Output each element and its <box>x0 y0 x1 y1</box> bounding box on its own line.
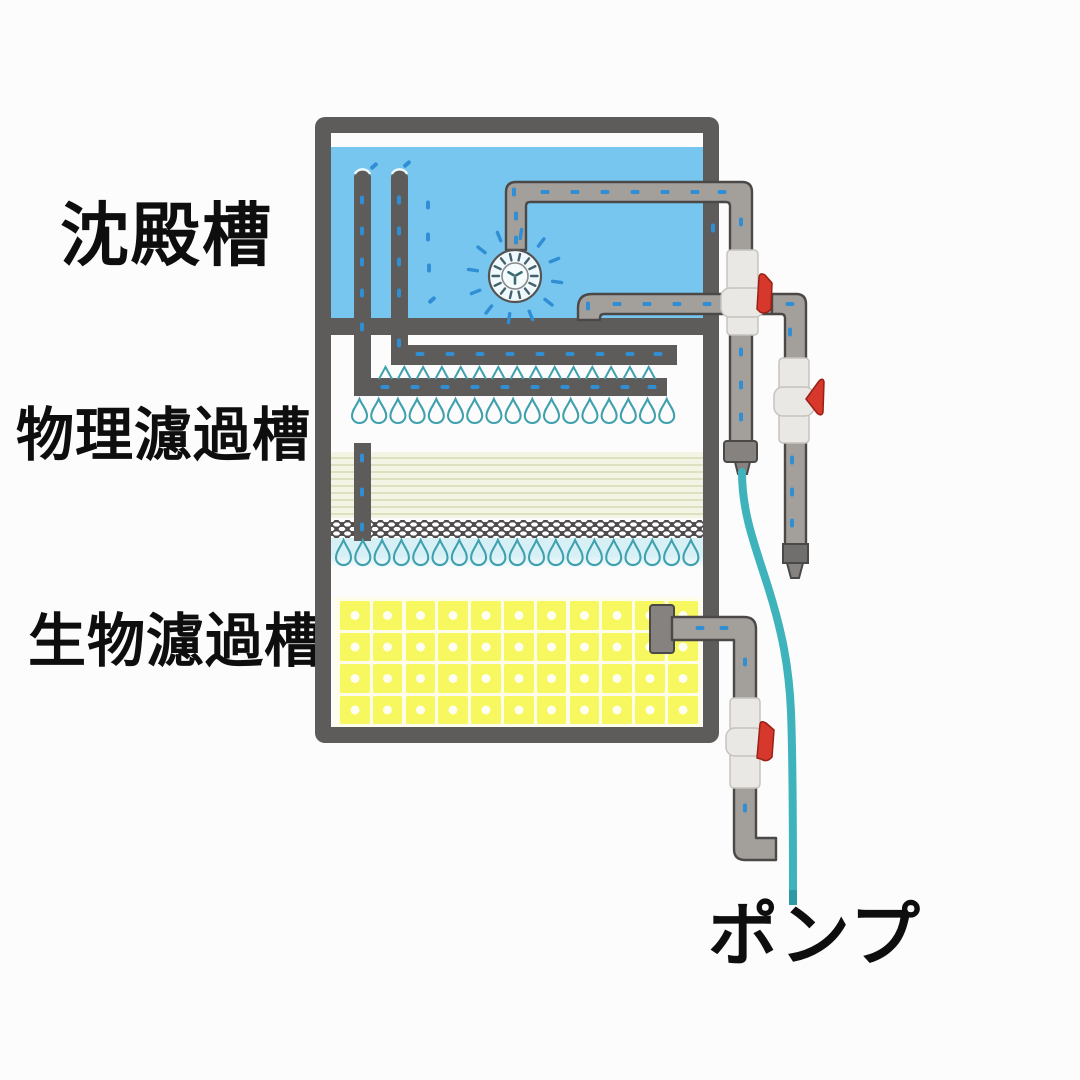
inlet-pipe-left <box>354 170 371 396</box>
bio-media-cell <box>405 664 436 693</box>
bio-media-cell <box>372 664 403 693</box>
pump-hose <box>738 468 797 902</box>
hose-fitting <box>723 440 758 463</box>
label-pump: ポンプ <box>708 896 922 974</box>
bio-media-grid <box>334 597 702 727</box>
valve-bulge-3 <box>725 727 765 757</box>
label-physical-filter-tank: 物理濾過槽 <box>16 403 312 468</box>
bio-media-cell <box>536 601 567 630</box>
return-pipe <box>770 292 808 547</box>
bio-media-cell <box>504 695 534 725</box>
tank-floor-divider <box>331 318 703 335</box>
spray-bar-upper <box>391 345 677 365</box>
valve-body-3 <box>729 697 761 789</box>
valve-handle-2-icon <box>805 378 825 416</box>
bio-media-cell <box>471 664 501 693</box>
bio-media-cell <box>635 664 665 693</box>
bio-media-cell <box>536 695 567 725</box>
inlet-pipe-right <box>391 170 408 365</box>
bio-media-cell <box>438 601 468 630</box>
valve-handle-1-icon <box>756 273 773 314</box>
bio-media-cell <box>438 632 468 662</box>
bio-media-cell <box>602 664 632 693</box>
bio-media-cell <box>602 695 632 725</box>
bio-media-cell <box>569 664 600 693</box>
bio-media-cell <box>372 695 403 725</box>
bio-media-cell <box>602 632 632 662</box>
bio-media-cell <box>340 601 370 630</box>
label-biological-filter-tank: 生物濾過槽 <box>28 609 324 674</box>
standpipe <box>354 443 371 541</box>
bio-media-cell <box>372 632 403 662</box>
bio-media-cell <box>372 601 403 630</box>
valve-handle-3-icon <box>756 720 775 762</box>
valve-bulge-1 <box>720 287 765 318</box>
bio-media-cell <box>471 695 501 725</box>
hose-barb <box>733 461 752 475</box>
bio-media-cell <box>405 695 436 725</box>
bio-media-cell <box>340 632 370 662</box>
bio-media-cell <box>504 601 534 630</box>
bio-media-cell <box>569 632 600 662</box>
spray-bar-lower <box>354 378 667 396</box>
bio-media-cell <box>405 601 436 630</box>
bio-media-cell <box>536 664 567 693</box>
return-nozzle-collar <box>782 543 809 564</box>
bio-media-cell <box>569 601 600 630</box>
bio-media-cell <box>340 695 370 725</box>
bio-media-cell <box>405 632 436 662</box>
bio-media-cell <box>438 664 468 693</box>
bio-media-cell <box>602 601 632 630</box>
bio-media-cell <box>504 664 534 693</box>
return-nozzle-tip <box>785 562 805 579</box>
bio-media-cell <box>340 664 370 693</box>
bio-media-cell <box>569 695 600 725</box>
bio-media-cell <box>438 695 468 725</box>
label-settling-tank: 沈殿槽 <box>60 197 273 274</box>
valve-body-1 <box>726 249 759 336</box>
bio-media-cell <box>471 632 501 662</box>
bio-media-cell <box>635 695 665 725</box>
perforated-plate <box>331 520 703 538</box>
bio-media-cell <box>504 632 534 662</box>
tank-frame <box>315 117 719 743</box>
bio-media-cell <box>471 601 501 630</box>
valve-bulge-2 <box>773 386 815 417</box>
bio-media-cell <box>536 632 567 662</box>
valve-body-2 <box>778 357 810 444</box>
physical-filter-media <box>331 452 703 518</box>
